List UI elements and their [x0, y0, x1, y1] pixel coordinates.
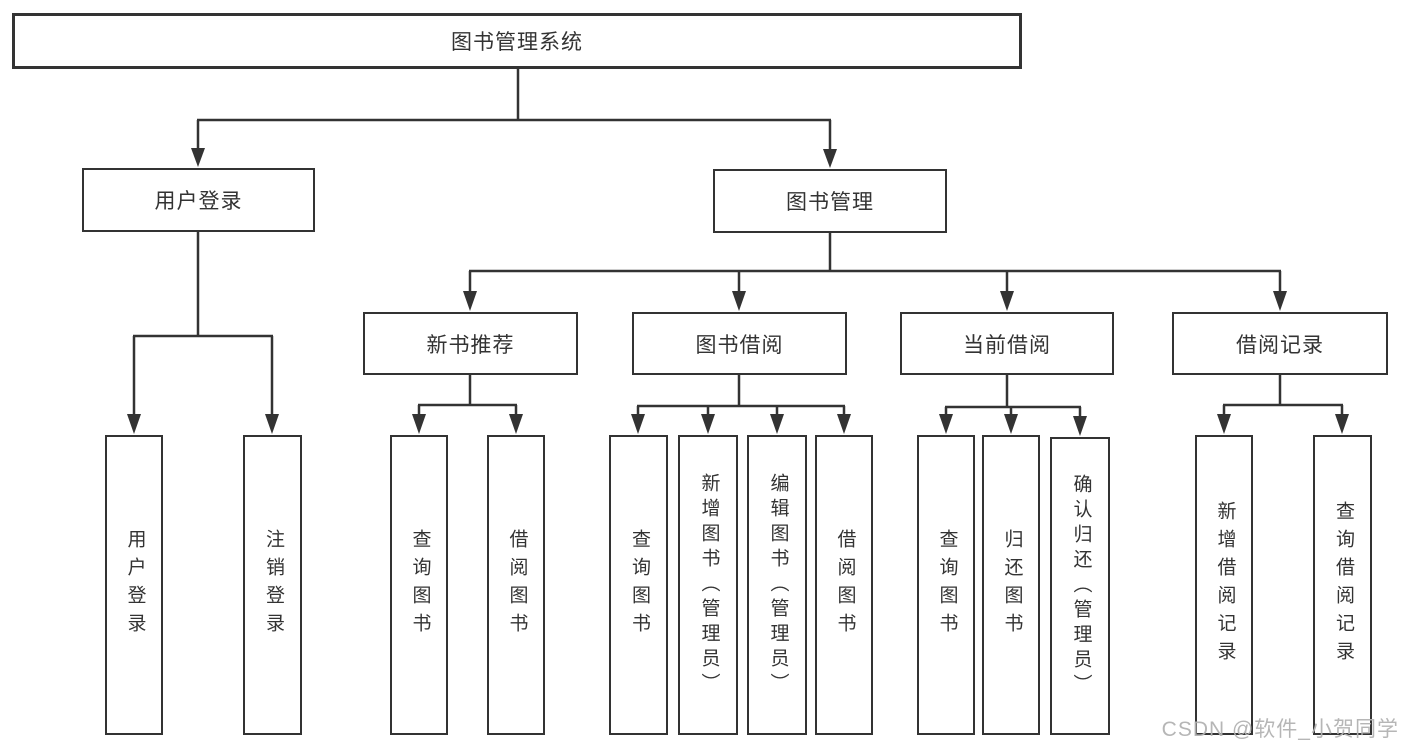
leaf-add-book-admin: 新增图书（管理员） — [678, 435, 738, 735]
leaf-user-login: 用户登录 — [105, 435, 163, 735]
csdn-watermark: CSDN @软件_小贺同学 — [1161, 718, 1399, 741]
node-borrow-records: 借阅记录 — [1172, 312, 1388, 375]
node-current-borrow: 当前借阅 — [900, 312, 1114, 375]
leaf-query-books-borrow: 查询图书 — [609, 435, 668, 735]
leaf-borrow-books: 借阅图书 — [815, 435, 873, 735]
leaf-borrow-books-recommend: 借阅图书 — [487, 435, 545, 735]
leaf-query-borrow-record: 查询借阅记录 — [1313, 435, 1372, 735]
node-book-management: 图书管理 — [713, 169, 947, 233]
node-new-book-recommend: 新书推荐 — [363, 312, 578, 375]
leaf-add-borrow-record: 新增借阅记录 — [1195, 435, 1253, 735]
node-book-borrow: 图书借阅 — [632, 312, 847, 375]
leaf-logout: 注销登录 — [243, 435, 302, 735]
leaf-confirm-return-admin: 确认归还（管理员） — [1050, 437, 1110, 735]
node-root-system: 图书管理系统 — [12, 13, 1022, 69]
leaf-query-books-current: 查询图书 — [917, 435, 975, 735]
leaf-query-books-recommend: 查询图书 — [390, 435, 448, 735]
leaf-edit-book-admin: 编辑图书（管理员） — [747, 435, 807, 735]
node-user-login: 用户登录 — [82, 168, 315, 232]
leaf-return-books: 归还图书 — [982, 435, 1040, 735]
